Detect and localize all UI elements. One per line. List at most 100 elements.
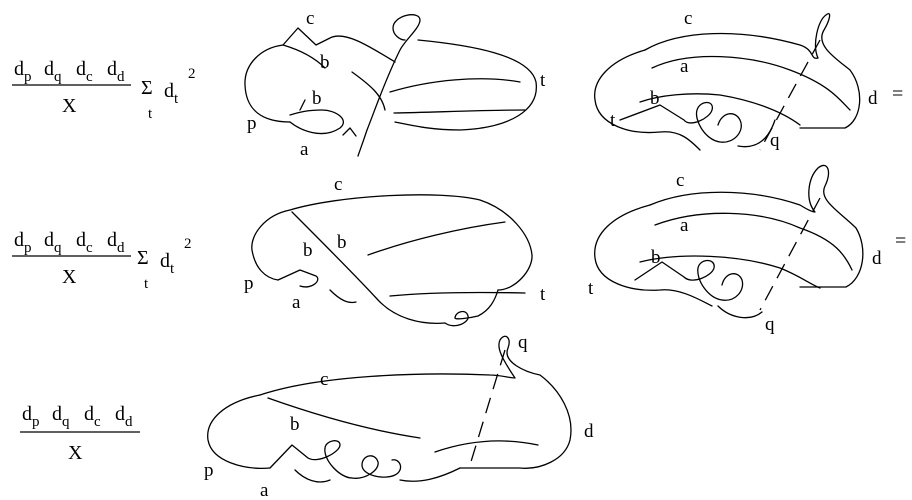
row-1-link2-top-loop <box>644 13 861 129</box>
row-2-numerator-term-4: dd <box>107 229 125 256</box>
row-1-link1-lower-band <box>393 109 526 114</box>
row-2-link1-label-c: c <box>334 174 342 195</box>
row-2-link1-upper-band <box>367 221 506 256</box>
row-1-link2-inner-arc <box>651 55 851 111</box>
row-3-numerator-term-2: dq <box>52 403 70 430</box>
row-2-link-diagram-1: c b b p a t <box>244 174 546 327</box>
row-2-link1-label-a: a <box>292 292 301 313</box>
row-2-link2-label-c: c <box>676 170 684 191</box>
row-1-prefactor: dp dq dc dd X Σ t dt 2 <box>12 58 196 122</box>
row-2-link2-b-knot <box>634 259 744 301</box>
row-1-link1-twist-strand <box>357 14 421 157</box>
row-1-link1-upper-band <box>389 78 521 93</box>
row-2-link1-left-arc <box>251 209 291 281</box>
row-3-link-label-d: d <box>584 421 594 442</box>
row-3-link-label-q: q <box>518 332 528 353</box>
row-2-sum-index: t <box>144 276 149 292</box>
row-1-link-diagram-1: c b b p a t <box>244 8 546 160</box>
row-1-link1-small-crossing <box>342 127 357 137</box>
row-1-link1-a-loop <box>289 109 345 135</box>
row-2-link2-label-t: t <box>588 278 594 299</box>
row-2-link1-top-arc <box>289 194 533 291</box>
row-2-link2-label-d: d <box>872 248 882 269</box>
row-1-weight: dt <box>164 80 179 107</box>
row-3-link-bottom-band <box>399 467 461 482</box>
row-1-weight-exponent: 2 <box>188 66 196 82</box>
row-1-numerator-term-2: dq <box>44 58 62 85</box>
row-1-link1-tick <box>299 99 306 111</box>
row-1-link1-inner-strand <box>351 71 386 111</box>
row-3-link-label-c: c <box>320 369 328 390</box>
row-2-link1-a-arc <box>329 289 357 304</box>
row-1-link1-top-strand <box>282 27 396 63</box>
row-3-link-label-p: p <box>204 460 214 481</box>
row-2-link2-label-a: a <box>680 215 689 236</box>
row-3-link-diagonal <box>267 397 421 439</box>
row-2: dp dq dc dd X Σ t dt 2 c b b p a t <box>12 164 906 335</box>
row-1-link2-label-c: c <box>684 8 692 29</box>
row-2-link2-left-loop <box>594 204 713 307</box>
row-1-link1-label-a: a <box>300 139 309 160</box>
row-3-link-diagram: q c b d p a <box>204 332 594 500</box>
row-1-link1-left-arc <box>244 44 291 123</box>
row-1-link1-label-c: c <box>306 8 314 29</box>
row-2-numerator-term-2: dq <box>44 229 62 256</box>
row-3-numerator-term-4: dd <box>115 403 133 430</box>
row-3-link-top-loop <box>259 335 572 469</box>
row-1-link1-label-p: p <box>247 113 257 134</box>
row-2-link1-a-crossing <box>277 269 319 288</box>
row-2-link2-top-loop <box>649 164 864 288</box>
row-1-link2-b-knot <box>619 101 742 143</box>
row-1-link2-label-q: q <box>770 130 780 151</box>
row-3: dp dq dc dd X q c b d p a <box>20 332 594 500</box>
row-2-weight: dt <box>160 250 175 277</box>
row-1-link1-c-b-strand <box>282 44 326 69</box>
row-2-link2-q-strand <box>717 305 763 319</box>
row-3-link-a-arc <box>294 469 331 483</box>
row-3-link-label-b: b <box>290 414 300 435</box>
row-1-numerator-term-1: dp <box>14 58 32 85</box>
row-2-link1-label-p: p <box>244 273 254 294</box>
row-1-link2-label-a: a <box>680 56 689 77</box>
row-2-numerator-term-1: dp <box>14 229 32 256</box>
row-1-link2-label-d: d <box>868 88 878 109</box>
row-1-sum-symbol: Σ <box>141 77 153 99</box>
row-3-link-b-knot <box>269 440 353 479</box>
row-3-link-mid-band <box>434 440 539 453</box>
row-2-link1-lower-band <box>389 291 526 297</box>
row-2-denominator: X <box>62 266 77 288</box>
row-1-link1-label-t: t <box>540 70 546 91</box>
row-2-sum-symbol: Σ <box>137 247 149 269</box>
row-1-link1-label-b-low: b <box>312 88 322 109</box>
row-2-weight-exponent: 2 <box>184 236 192 252</box>
row-2-link1-label-b1: b <box>303 240 313 261</box>
row-1-link1-right-arc <box>394 39 537 131</box>
row-2-link2-label-q: q <box>765 314 775 335</box>
row-2-link2-inner-arc <box>654 212 853 271</box>
row-1-numerator-term-4: dd <box>107 58 125 85</box>
row-3-numerator-term-3: dc <box>84 403 101 430</box>
row-1-equals-sign: = <box>892 83 903 105</box>
row-1-link2-label-b: b <box>650 88 660 109</box>
row-1-link2-label-t: t <box>610 110 616 131</box>
row-3-link-second-knot <box>351 455 402 479</box>
row-1-link-diagram-2: c a b t q d <box>594 8 878 151</box>
row-2-link-diagram-2: c a b t q d <box>588 164 882 335</box>
row-1-link2-q-strand <box>737 119 776 148</box>
row-1: dp dq dc dd X Σ t dt 2 c b b <box>12 8 903 160</box>
row-1-link1-label-b-top: b <box>320 52 330 73</box>
row-1-denominator: X <box>62 95 77 117</box>
row-2-link1-label-b2: b <box>337 232 347 253</box>
row-1-numerator-term-3: dc <box>76 58 93 85</box>
row-3-denominator: X <box>68 442 83 464</box>
row-3-link-dashed-strand <box>469 349 506 466</box>
row-2-link1-diagonal <box>291 211 446 324</box>
row-2-link1-label-t: t <box>540 284 546 305</box>
row-3-numerator-term-1: dp <box>22 403 40 430</box>
row-1-sum-index: t <box>148 106 153 122</box>
row-3-link-label-a: a <box>260 480 269 500</box>
row-2-prefactor: dp dq dc dd X Σ t dt 2 <box>12 229 192 292</box>
row-2-equals-sign: = <box>895 230 906 252</box>
row-3-prefactor: dp dq dc dd X <box>20 403 140 464</box>
